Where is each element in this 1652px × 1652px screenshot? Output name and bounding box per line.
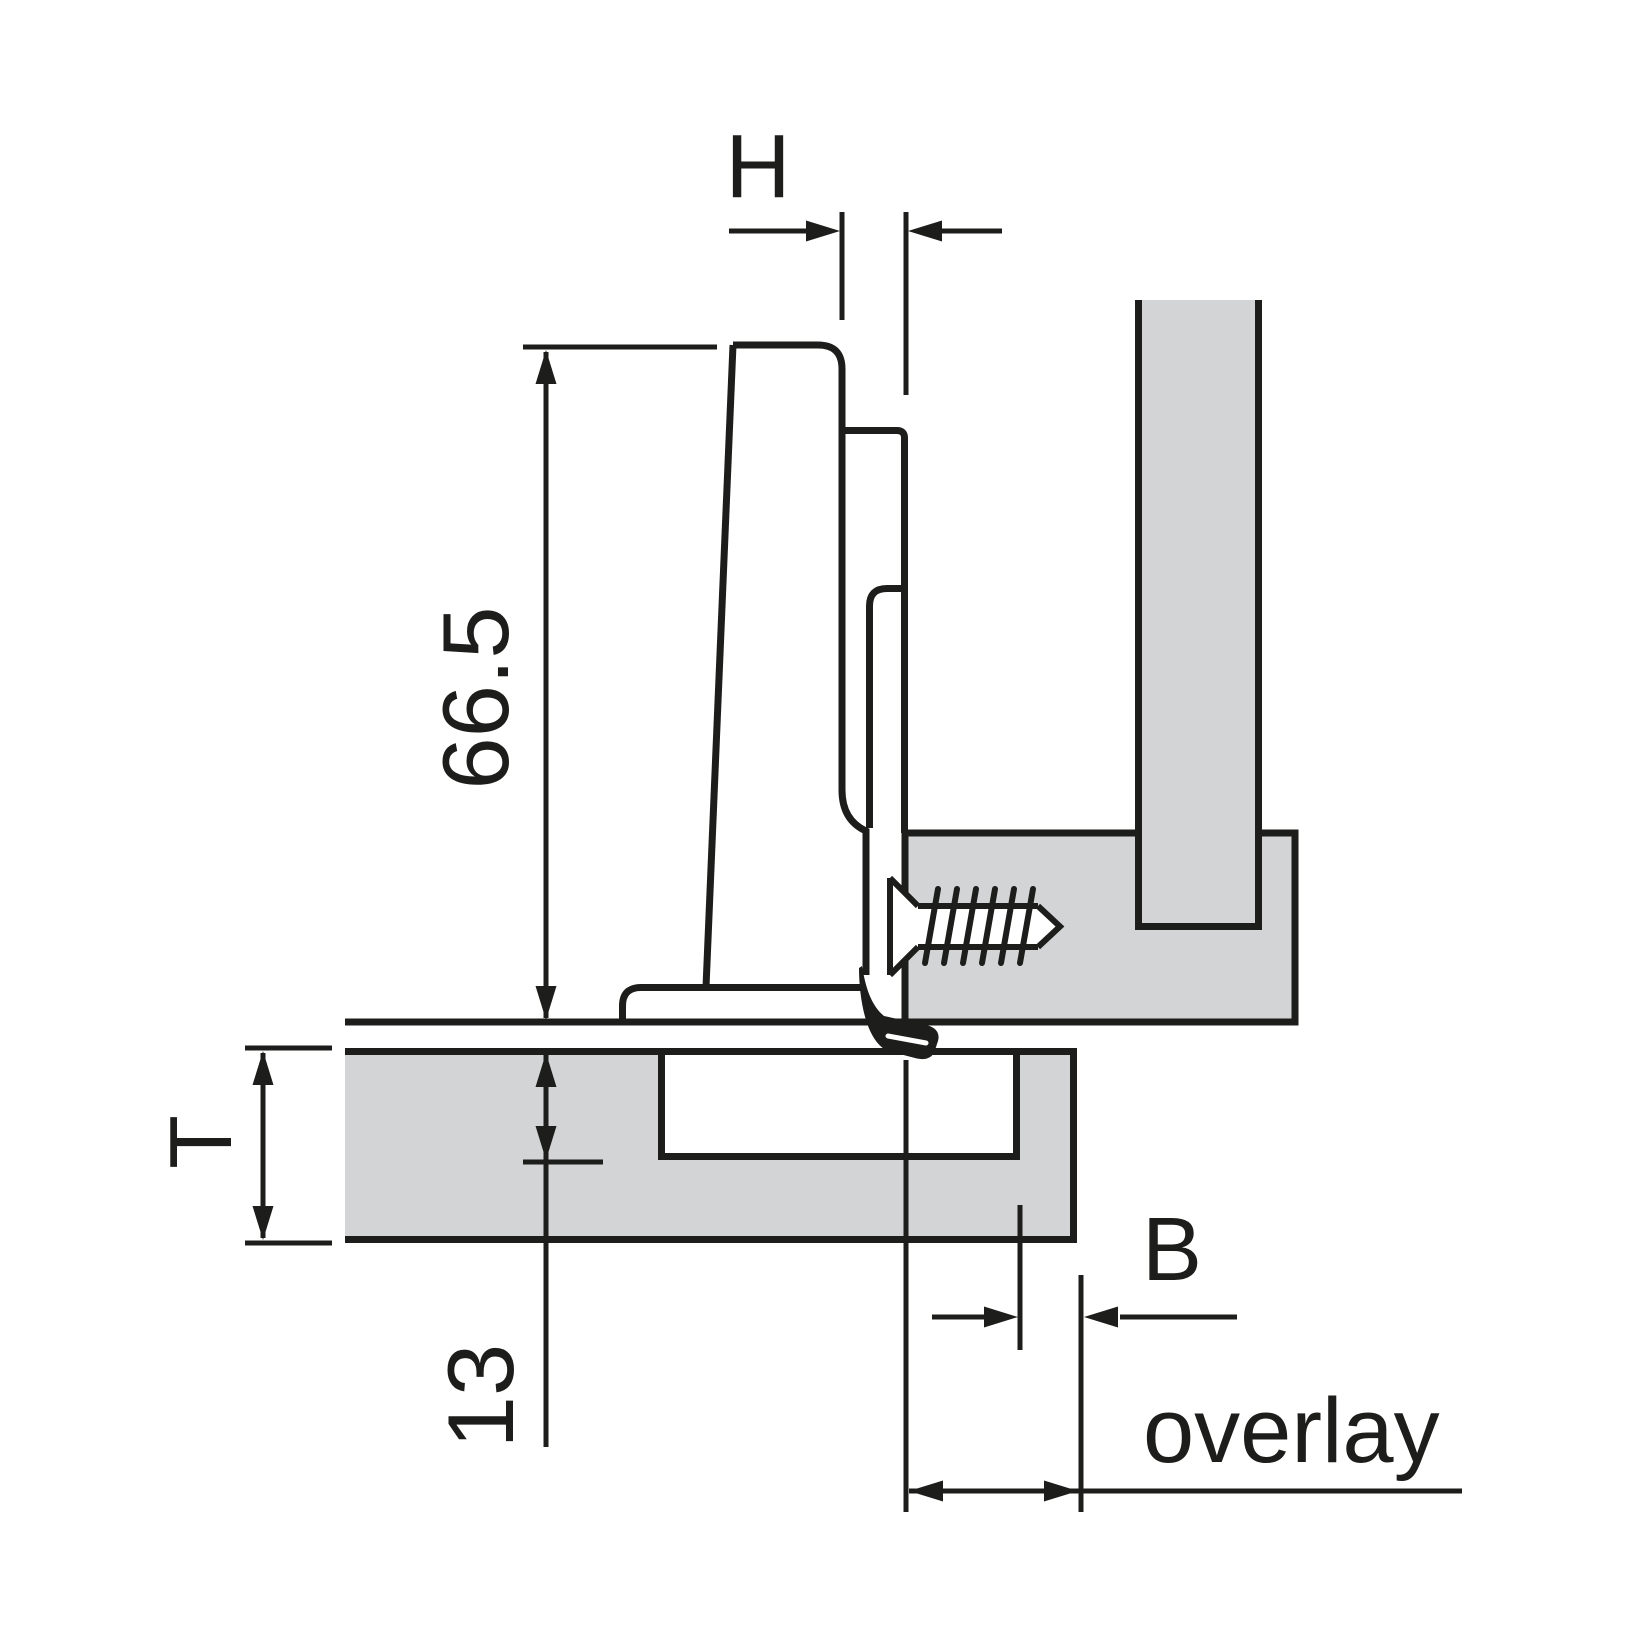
dimension-B [932,1205,1237,1512]
label-overlay: overlay [1143,1380,1440,1482]
66-5-arrowhead-bottom [535,986,557,1020]
hinge-foot-clip [859,966,939,1060]
overlay-arrowhead-right [1044,1480,1078,1502]
t-arrowhead-bottom [252,1206,274,1240]
mounting-screw [887,875,1065,978]
label-plate-distance: H [726,117,791,217]
dimension-T [245,1045,332,1246]
hinge-arm-right-edge [733,341,870,975]
door-panel-outline [345,1048,1077,1243]
label-arm-height: 66.5 [423,607,528,790]
66-5-arrowhead-top [535,350,557,384]
screw-threads [922,886,1036,966]
b-arrowhead-left [984,1306,1018,1328]
screw-body-fill [890,878,1060,975]
h-arrowhead-left [806,220,840,242]
hinge-arm-inner-line [866,585,903,828]
t-arrowhead-top [252,1051,274,1085]
dimension-group [245,212,1462,1512]
label-door-thickness: T [151,1115,250,1169]
hinge-foot-clip-gap [885,1033,929,1046]
label-drilling-distance: B [1142,1200,1202,1300]
label-drilling-depth: 13 [428,1344,533,1449]
hinge-arm-fill [706,345,866,987]
cup-bore-outline [658,1051,1020,1160]
dimension-overlay [903,1060,1462,1512]
cup-bore-fill [658,1048,1020,1160]
dimension-H [729,212,1002,395]
hinge-flange-outline [619,984,863,1022]
h-arrowhead-right [908,220,942,242]
hinge-flange-fill [622,990,866,1022]
overlay-arrowhead-left [909,1480,943,1502]
hinge-arm-back-plate [842,427,908,833]
dimension-66-5 [523,344,717,1020]
screw-outline [887,875,1065,978]
dimension-13 [523,1053,603,1447]
cabinet-side-panel-outline [1135,300,1262,930]
b-arrowhead-right [1084,1306,1118,1328]
13-arrowhead-bottom [535,1126,557,1160]
hinge-arm-left-edge [702,344,737,988]
structure-group [345,300,1299,1243]
13-arrowhead-top [535,1053,557,1087]
cabinet-side-panel-fill [1135,300,1262,930]
